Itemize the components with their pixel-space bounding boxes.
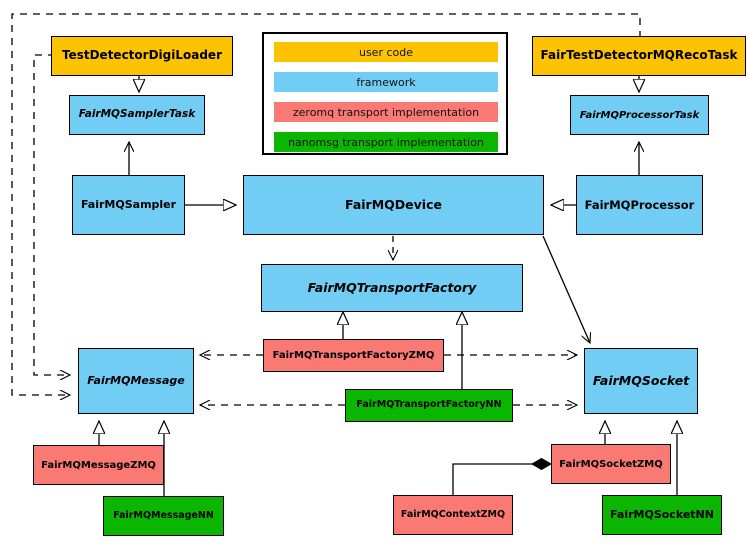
class-node-fairmq-message[interactable]: FairMQMessage xyxy=(78,348,194,414)
class-node-fairmq-processor-task[interactable]: FairMQProcessorTask xyxy=(570,95,709,135)
class-label: FairMQTransportFactoryNN xyxy=(356,399,502,411)
class-node-fairmq-context-zmq[interactable]: FairMQContextZMQ xyxy=(393,495,513,535)
legend-item-zeromq: zeromq transport implementation xyxy=(274,102,498,122)
class-label: FairMQMessageNN xyxy=(113,509,214,521)
class-label: FairMQSocket xyxy=(592,373,690,389)
class-label: FairMQProcessorTask xyxy=(579,109,700,121)
legend-label: user code xyxy=(358,45,414,59)
class-label: FairMQMessageZMQ xyxy=(41,459,156,471)
class-node-fairmq-sampler[interactable]: FairMQSampler xyxy=(72,175,185,235)
class-node-fairmq-transport-factory[interactable]: FairMQTransportFactory xyxy=(261,264,523,312)
legend-item-framework: framework xyxy=(274,72,498,92)
legend: user code framework zeromq transport imp… xyxy=(262,32,508,155)
legend-label: nanomsg transport implementation xyxy=(288,135,484,149)
legend-label: framework xyxy=(356,75,416,89)
class-node-fairmq-processor[interactable]: FairMQProcessor xyxy=(576,175,703,235)
class-node-fairmq-socket-zmq[interactable]: FairMQSocketZMQ xyxy=(551,444,671,484)
class-node-fair-test-detector-mq-reco-task[interactable]: FairTestDetectorMQRecoTask xyxy=(532,36,746,76)
class-node-fairmq-transport-factory-zmq[interactable]: FairMQTransportFactoryZMQ xyxy=(263,339,444,372)
class-node-fairmq-socket-nn[interactable]: FairMQSocketNN xyxy=(602,495,722,535)
class-label: FairTestDetectorMQRecoTask xyxy=(540,48,738,63)
class-label: TestDetectorDigiLoader xyxy=(61,48,222,63)
legend-item-user-code: user code xyxy=(274,42,498,62)
class-node-fairmq-socket[interactable]: FairMQSocket xyxy=(584,348,698,414)
class-label: FairMQContextZMQ xyxy=(400,508,506,520)
legend-label: zeromq transport implementation xyxy=(292,105,480,119)
class-label: FairMQSampler xyxy=(80,197,177,211)
class-label: FairMQMessage xyxy=(87,373,185,387)
class-label: FairMQDevice xyxy=(345,197,442,213)
class-label: FairMQSocketNN xyxy=(610,507,714,521)
class-node-fairmq-transport-factory-nn[interactable]: FairMQTransportFactoryNN xyxy=(345,389,513,422)
class-node-fairmq-message-zmq[interactable]: FairMQMessageZMQ xyxy=(33,445,164,485)
class-label: FairMQTransportFactory xyxy=(307,280,477,296)
class-node-fairmq-sampler-task[interactable]: FairMQSamplerTask xyxy=(69,95,205,135)
class-node-test-detector-digi-loader[interactable]: TestDetectorDigiLoader xyxy=(51,36,233,76)
class-node-fairmq-device[interactable]: FairMQDevice xyxy=(243,175,544,235)
class-node-fairmq-message-nn[interactable]: FairMQMessageNN xyxy=(103,496,224,536)
class-label: FairMQSocketZMQ xyxy=(559,458,663,470)
legend-item-nanomsg: nanomsg transport implementation xyxy=(274,132,498,152)
class-label: FairMQProcessor xyxy=(584,197,695,212)
class-label: FairMQTransportFactoryZMQ xyxy=(272,350,435,361)
class-label: FairMQSamplerTask xyxy=(78,108,196,121)
